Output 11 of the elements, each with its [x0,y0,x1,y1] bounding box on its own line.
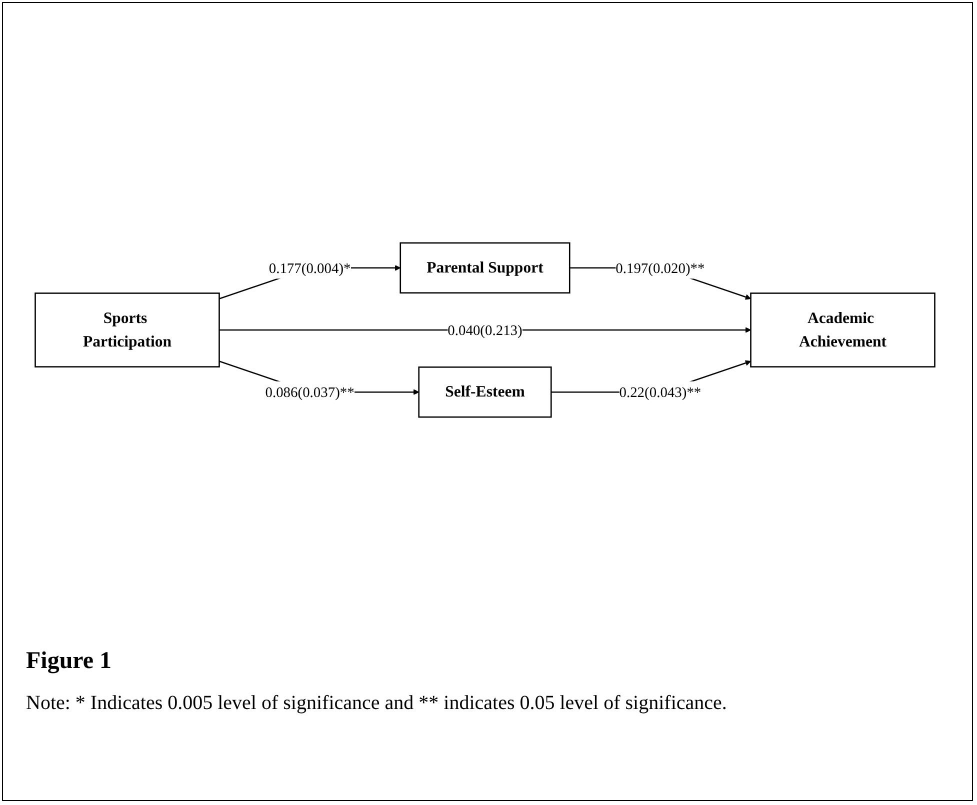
node-box: Sports Participation [34,292,220,368]
edge-label: 0.040(0.213) [448,322,522,338]
node-box: Self-Esteem [418,366,552,418]
edge-label: 0.086(0.037)** [265,384,354,400]
edge-label: 0.197(0.020)** [616,260,705,276]
node-box: Academic Achievement [750,292,936,368]
node-box: Parental Support [400,242,570,294]
edge-label: 0.22(0.043)** [619,384,702,400]
figure-title: Figure 1 [26,648,112,675]
edge-label: 0.177(0.004)* [268,260,351,276]
figure-note: Note: * Indicates 0.005 level of significance and ** indicates 0.05 level of significance. [26,692,727,715]
